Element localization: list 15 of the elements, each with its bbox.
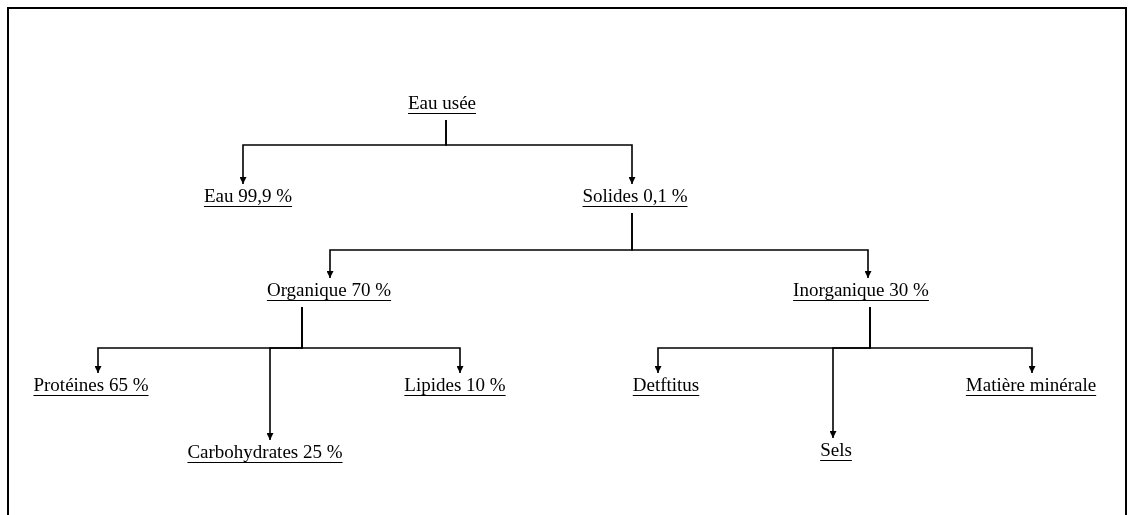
category-label: Protéines 65 % <box>33 374 149 396</box>
category-label: Lipides 10 % <box>404 374 506 396</box>
tree-arrow <box>631 212 872 279</box>
category-label: Eau usée <box>407 92 477 114</box>
category-label: Detftitus <box>632 374 700 396</box>
category-label: Inorganique 30 % <box>793 279 929 301</box>
tree-arrow <box>445 119 636 185</box>
category-label: Organique 70 % <box>266 279 392 301</box>
category-label: Matière minérale <box>965 374 1097 396</box>
category-label: Carbohydrates 25 % <box>187 441 343 463</box>
tree-arrow <box>869 306 1036 374</box>
category-label: Eau 99,9 % <box>203 185 293 207</box>
category-label: Sels <box>820 439 852 461</box>
category-label: Solides 0,1 % <box>582 185 688 207</box>
tree-arrow <box>301 306 464 374</box>
